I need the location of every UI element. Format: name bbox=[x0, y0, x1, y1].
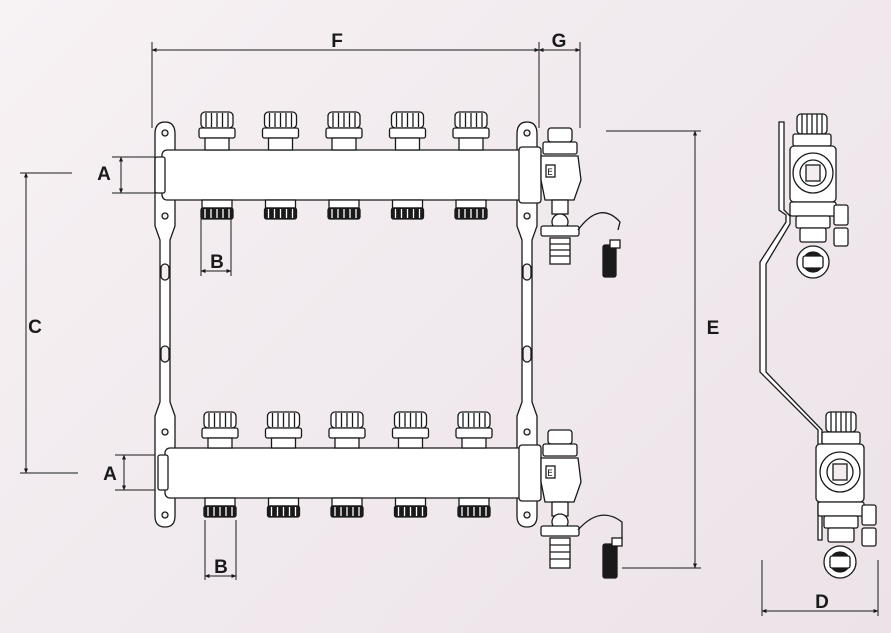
outlet-valve bbox=[455, 411, 493, 518]
outlet-valve bbox=[264, 411, 303, 518]
dimension-label-e: E bbox=[707, 318, 720, 339]
outlet-valve bbox=[391, 411, 430, 518]
right-bracket bbox=[516, 121, 538, 528]
top-manifold-bar bbox=[154, 146, 542, 204]
side-bracket-profile bbox=[759, 121, 823, 541]
bottom-manifold-bar bbox=[157, 444, 542, 502]
outlet-valve bbox=[328, 411, 366, 518]
outlet-valve bbox=[198, 111, 236, 220]
dimension-label-b-bottom: B bbox=[214, 557, 228, 578]
dimension-label-d: D bbox=[815, 592, 829, 613]
side-lower-assembly bbox=[815, 411, 877, 579]
bottom-end-fitting: E bbox=[540, 429, 623, 579]
side-view bbox=[759, 113, 877, 579]
dimension-label-a-top: A bbox=[97, 164, 111, 185]
svg-text:E: E bbox=[547, 469, 553, 479]
svg-text:E: E bbox=[547, 168, 553, 178]
dimension-label-f: F bbox=[331, 31, 343, 52]
bottom-outlets bbox=[201, 411, 493, 518]
left-bracket bbox=[154, 121, 176, 528]
dimension-label-a-bottom: A bbox=[103, 464, 117, 485]
front-view: E E bbox=[154, 111, 623, 579]
dimension-label-g: G bbox=[552, 31, 567, 52]
side-upper-assembly bbox=[789, 113, 849, 279]
top-end-fitting: E bbox=[540, 127, 621, 278]
outlet-valve bbox=[388, 111, 427, 220]
dimension-label-b-top: B bbox=[210, 252, 224, 273]
dimension-lines bbox=[20, 42, 879, 616]
outlet-valve bbox=[261, 111, 300, 220]
dimension-label-c: C bbox=[28, 317, 42, 338]
outlet-valve bbox=[325, 111, 363, 220]
outlet-valve bbox=[201, 411, 239, 518]
top-outlets bbox=[198, 111, 490, 220]
outlet-valve bbox=[452, 111, 490, 220]
